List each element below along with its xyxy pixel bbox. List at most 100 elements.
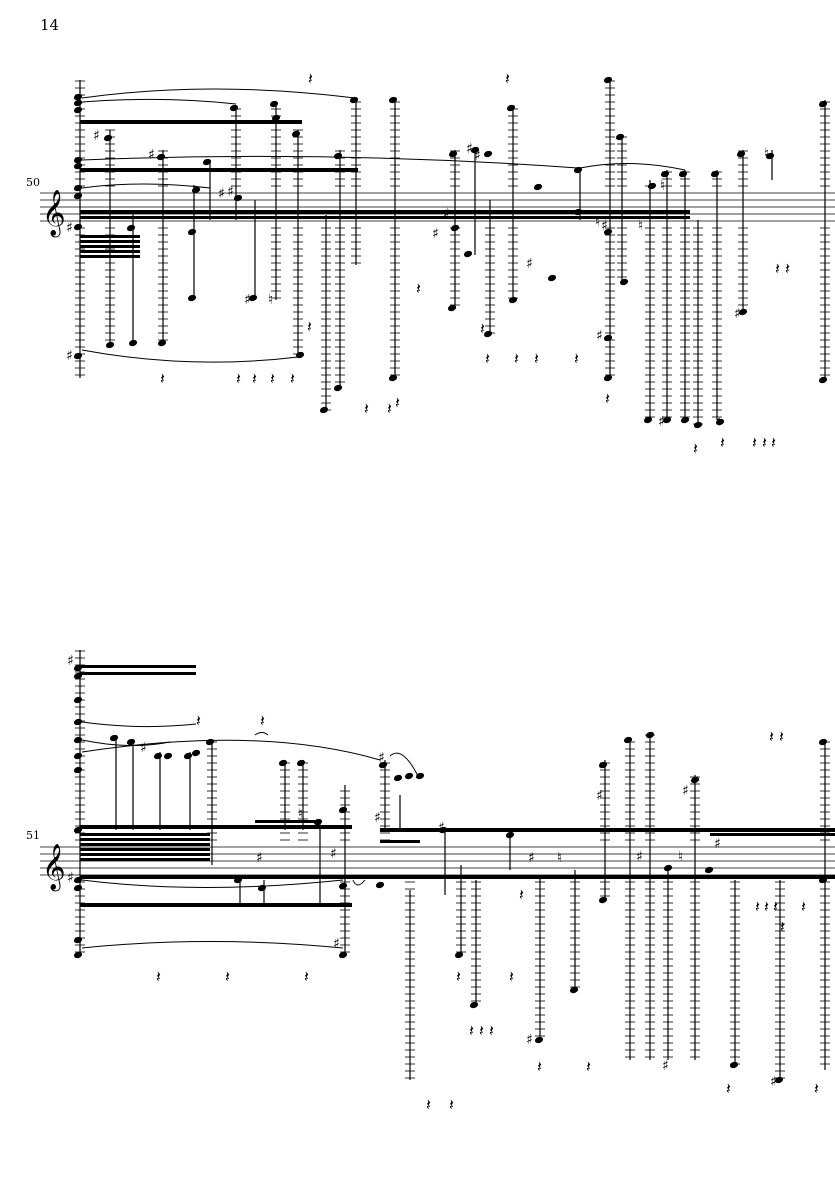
- svg-text:𝄽: 𝄽: [290, 369, 295, 388]
- svg-text:♯: ♯: [734, 306, 741, 322]
- svg-text:♯: ♯: [333, 936, 340, 952]
- notehead: [105, 341, 115, 349]
- svg-text:♯: ♯: [67, 653, 74, 669]
- svg-text:𝄽: 𝄽: [764, 897, 769, 916]
- svg-text:𝄽: 𝄽: [236, 369, 241, 388]
- treble-clef: 𝄞: [42, 844, 66, 892]
- svg-text:𝄽: 𝄽: [416, 279, 421, 298]
- svg-text:𝄽: 𝄽: [485, 349, 490, 368]
- svg-text:𝄽: 𝄽: [534, 349, 539, 368]
- svg-text:♯: ♯: [466, 141, 473, 157]
- svg-text:♯: ♯: [244, 292, 251, 308]
- notehead: [73, 696, 83, 704]
- svg-text:♯: ♯: [596, 328, 603, 344]
- notehead: [573, 208, 583, 216]
- svg-text:𝄽: 𝄽: [270, 369, 275, 388]
- svg-text:𝄽: 𝄽: [769, 727, 774, 746]
- svg-text:𝄽: 𝄽: [755, 897, 760, 916]
- svg-text:𝄽: 𝄽: [752, 433, 757, 452]
- notehead: [704, 866, 714, 874]
- notehead: [393, 774, 403, 782]
- notehead: [338, 951, 348, 959]
- notehead: [73, 736, 83, 744]
- noteheads: [73, 76, 828, 429]
- svg-text:𝄽: 𝄽: [456, 967, 461, 986]
- notehead: [645, 731, 655, 739]
- notehead: [187, 294, 197, 302]
- svg-text:𝄽: 𝄽: [775, 259, 780, 278]
- svg-text:𝄽: 𝄽: [252, 369, 257, 388]
- svg-text:♯: ♯: [140, 740, 147, 756]
- notehead: [73, 99, 83, 107]
- notehead: [483, 330, 493, 338]
- notehead: [615, 133, 625, 141]
- svg-text:𝄽: 𝄽: [801, 897, 806, 916]
- notehead: [469, 1001, 479, 1009]
- svg-text:♯: ♯: [67, 870, 74, 886]
- notehead: [505, 831, 515, 839]
- notehead: [508, 296, 518, 304]
- notehead: [163, 752, 173, 760]
- svg-text:♯: ♯: [438, 820, 445, 836]
- notehead: [73, 156, 83, 164]
- notehead: [765, 152, 775, 160]
- notehead: [202, 158, 212, 166]
- ledger-lines: [75, 650, 830, 1079]
- svg-text:𝄽: 𝄽: [605, 389, 610, 408]
- svg-text:♮: ♮: [298, 806, 303, 822]
- svg-text:♮: ♮: [268, 292, 273, 308]
- notehead: [378, 761, 388, 769]
- svg-text:♯: ♯: [770, 1074, 777, 1090]
- svg-text:𝄽: 𝄽: [426, 1095, 431, 1114]
- notehead: [388, 374, 398, 382]
- notehead: [598, 761, 608, 769]
- svg-text:𝄽: 𝄽: [387, 399, 392, 418]
- notehead: [680, 416, 690, 424]
- notehead: [233, 194, 243, 202]
- svg-text:𝄽: 𝄽: [505, 69, 510, 88]
- beams: [80, 665, 835, 907]
- svg-text:𝄽: 𝄽: [574, 349, 579, 368]
- notehead: [447, 304, 457, 312]
- notehead: [818, 100, 828, 108]
- svg-text:♯: ♯: [474, 148, 481, 164]
- notehead: [319, 406, 329, 414]
- notehead: [483, 150, 493, 158]
- notehead: [678, 170, 688, 178]
- notehead: [73, 184, 83, 192]
- svg-text:♮: ♮: [638, 218, 643, 234]
- notehead: [448, 150, 458, 158]
- notehead: [278, 759, 288, 767]
- svg-text:𝄽: 𝄽: [480, 319, 485, 338]
- notehead: [109, 734, 119, 742]
- svg-text:♯: ♯: [330, 846, 337, 862]
- svg-text:♯: ♯: [658, 414, 665, 430]
- notehead: [710, 170, 720, 178]
- svg-text:𝄽: 𝄽: [762, 433, 767, 452]
- notehead: [73, 766, 83, 774]
- notehead: [183, 752, 193, 760]
- notehead: [533, 183, 543, 191]
- notehead: [73, 352, 83, 360]
- svg-text:𝄽: 𝄽: [771, 433, 776, 452]
- svg-text:𝄽: 𝄽: [814, 1079, 819, 1098]
- treble-clef: 𝄞: [42, 190, 66, 238]
- notehead: [73, 876, 83, 884]
- notehead: [257, 884, 267, 892]
- notehead: [603, 334, 613, 342]
- rests: 𝄽𝄽 𝄽𝄽 𝄽𝄽 𝄽𝄽 𝄽𝄽 𝄽𝄽 𝄽𝄽 𝄽𝄽 𝄽𝄽 𝄽𝄽 𝄽𝄽 𝄽𝄽: [156, 711, 819, 1114]
- notehead: [333, 384, 343, 392]
- notehead: [73, 223, 83, 231]
- notehead: [191, 749, 201, 757]
- svg-text:♯: ♯: [662, 1058, 669, 1074]
- svg-text:♯: ♯: [682, 783, 689, 799]
- notehead: [774, 1076, 784, 1084]
- accidentals: ♯♯ ♯♯ ♯♮ ♯♯ ♯♮ ♯♯ ♯♮ ♯♯ ♯♯ ♯♯: [67, 653, 777, 1090]
- notehead: [619, 278, 629, 286]
- notehead: [333, 152, 343, 160]
- svg-text:𝄽: 𝄽: [586, 1057, 591, 1076]
- notehead: [647, 182, 657, 190]
- notehead: [662, 416, 672, 424]
- notehead: [338, 806, 348, 814]
